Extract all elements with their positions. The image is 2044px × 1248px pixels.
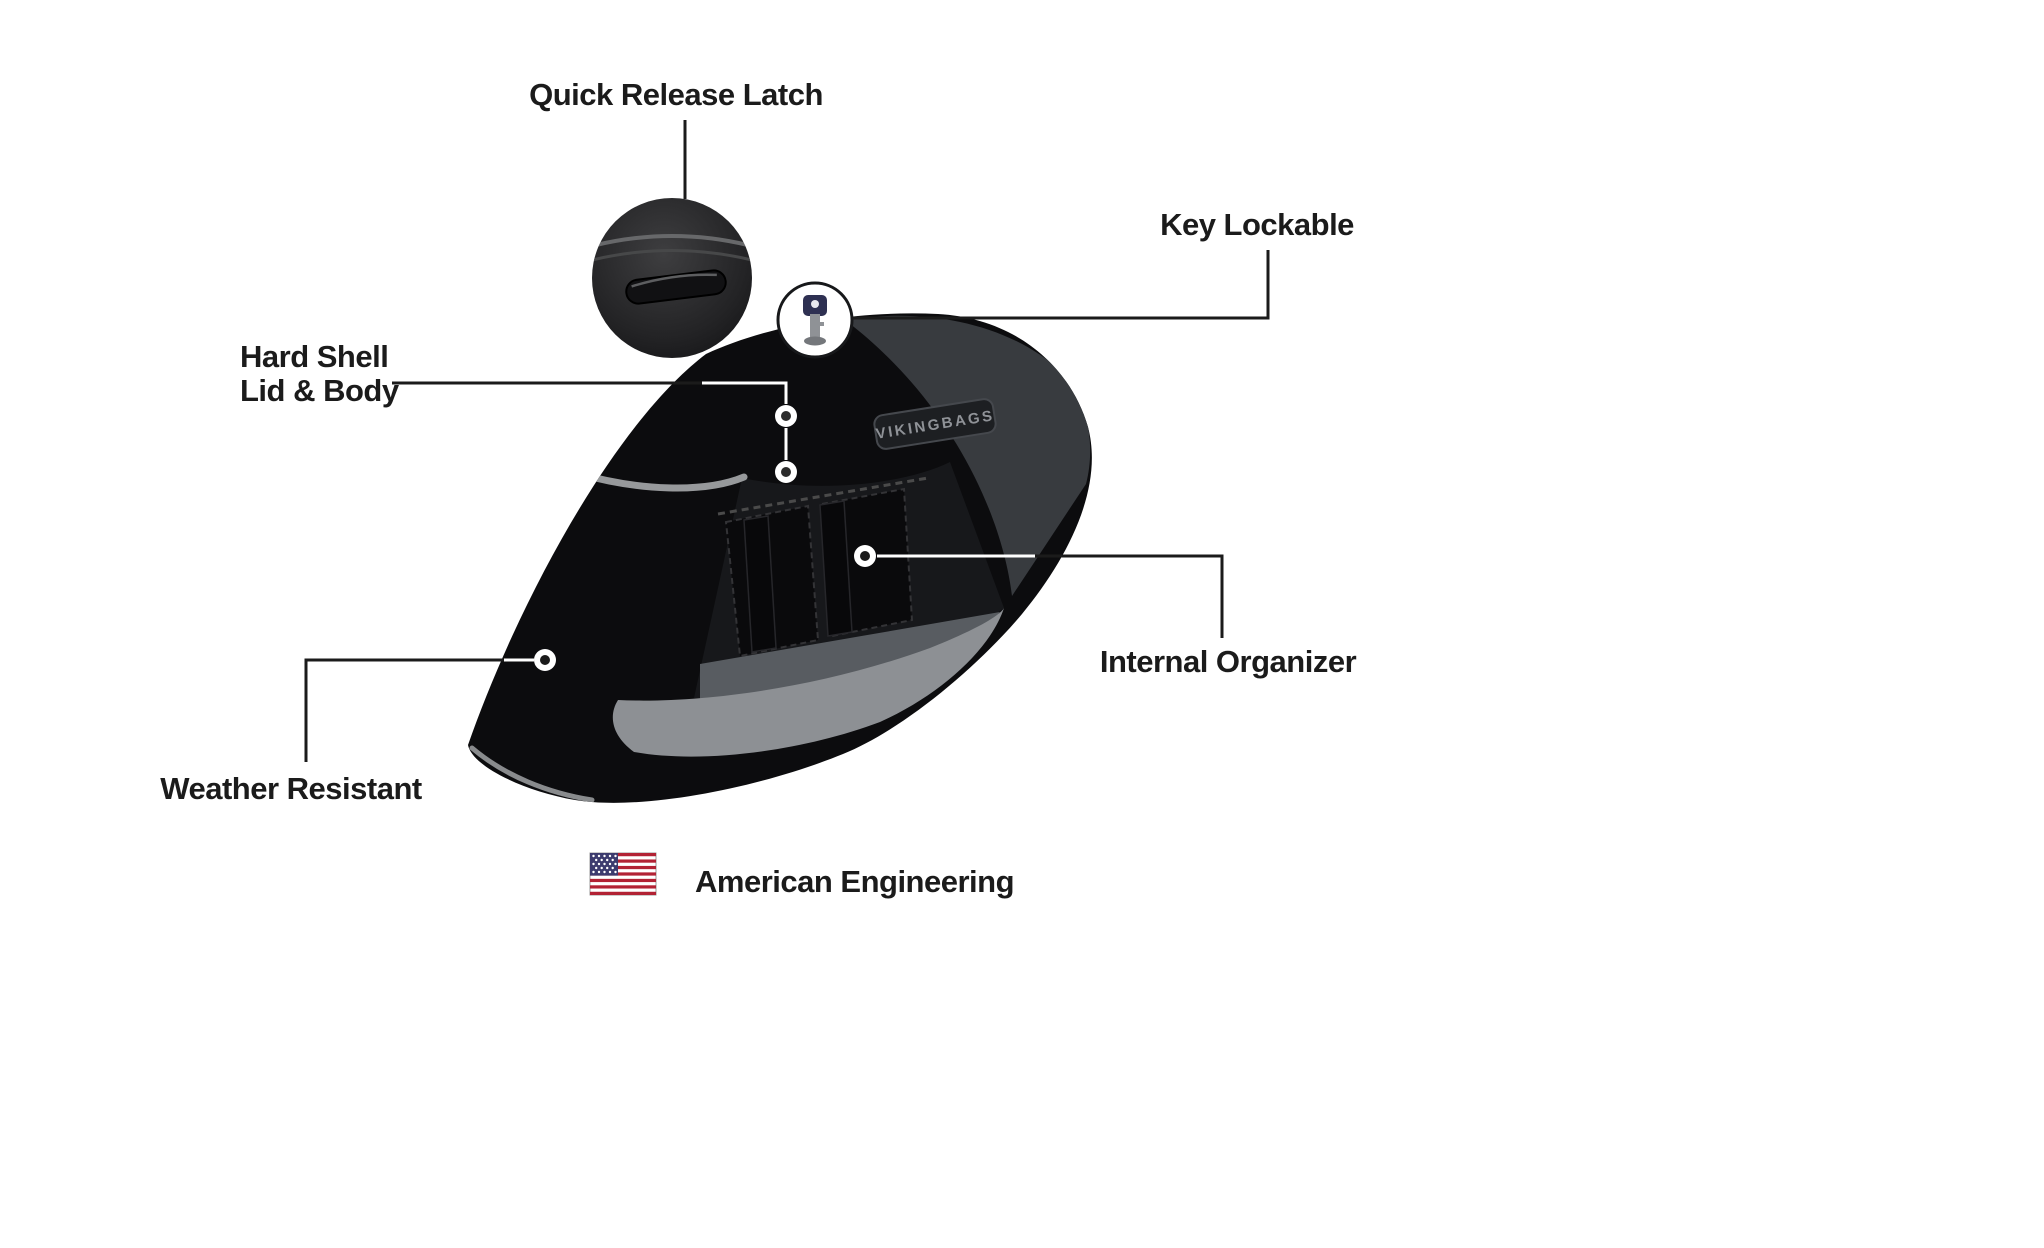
- label-quick-release-latch: Quick Release Latch: [529, 77, 823, 112]
- weather-resistant-callout-line: [304, 658, 504, 762]
- key-lockable-callout-line: [853, 250, 1270, 320]
- marker-hard-shell-body: [775, 461, 797, 483]
- flag-stars: [592, 854, 617, 874]
- saddlebag-body: VIKINGBAGS: [468, 313, 1092, 803]
- callout-lines-on-bag: [504, 381, 1035, 662]
- key-icon: [776, 281, 854, 359]
- label-internal-organizer: Internal Organizer: [1099, 644, 1357, 679]
- marker-hard-shell-lid: [775, 405, 797, 427]
- organizer-strap-right: [819, 500, 853, 637]
- callout-markers: [534, 405, 876, 671]
- label-hard-shell-line1: Hard Shell: [240, 339, 389, 374]
- quick-release-latch-inset: [592, 198, 752, 358]
- inset-ridge-top: [592, 234, 752, 248]
- label-weather-resistant: Weather Resistant: [160, 771, 422, 806]
- label-hard-shell: Hard Shell Lid & Body: [240, 340, 399, 408]
- organizer-strap-left: [743, 515, 777, 653]
- marker-internal-organizer: [854, 545, 876, 567]
- label-key-lockable: Key Lockable: [1160, 207, 1354, 242]
- inner-floor: [612, 608, 1004, 757]
- inner-shelf: [700, 612, 1000, 700]
- label-american-engineering: American Engineering: [695, 864, 1015, 899]
- bag-sheen: [845, 315, 1091, 596]
- us-flag-icon: [589, 852, 657, 896]
- bottom-trim: [469, 745, 595, 803]
- label-hard-shell-line2: Lid & Body: [240, 373, 399, 408]
- hard-shell-callout-line-white: [702, 381, 788, 404]
- latch-handle: [625, 269, 727, 305]
- callout-lines: [304, 120, 1270, 762]
- inset-ridge-bottom: [592, 249, 752, 262]
- marker-weather-resistant: [534, 649, 556, 671]
- internal-organizer-callout-line: [1035, 554, 1224, 638]
